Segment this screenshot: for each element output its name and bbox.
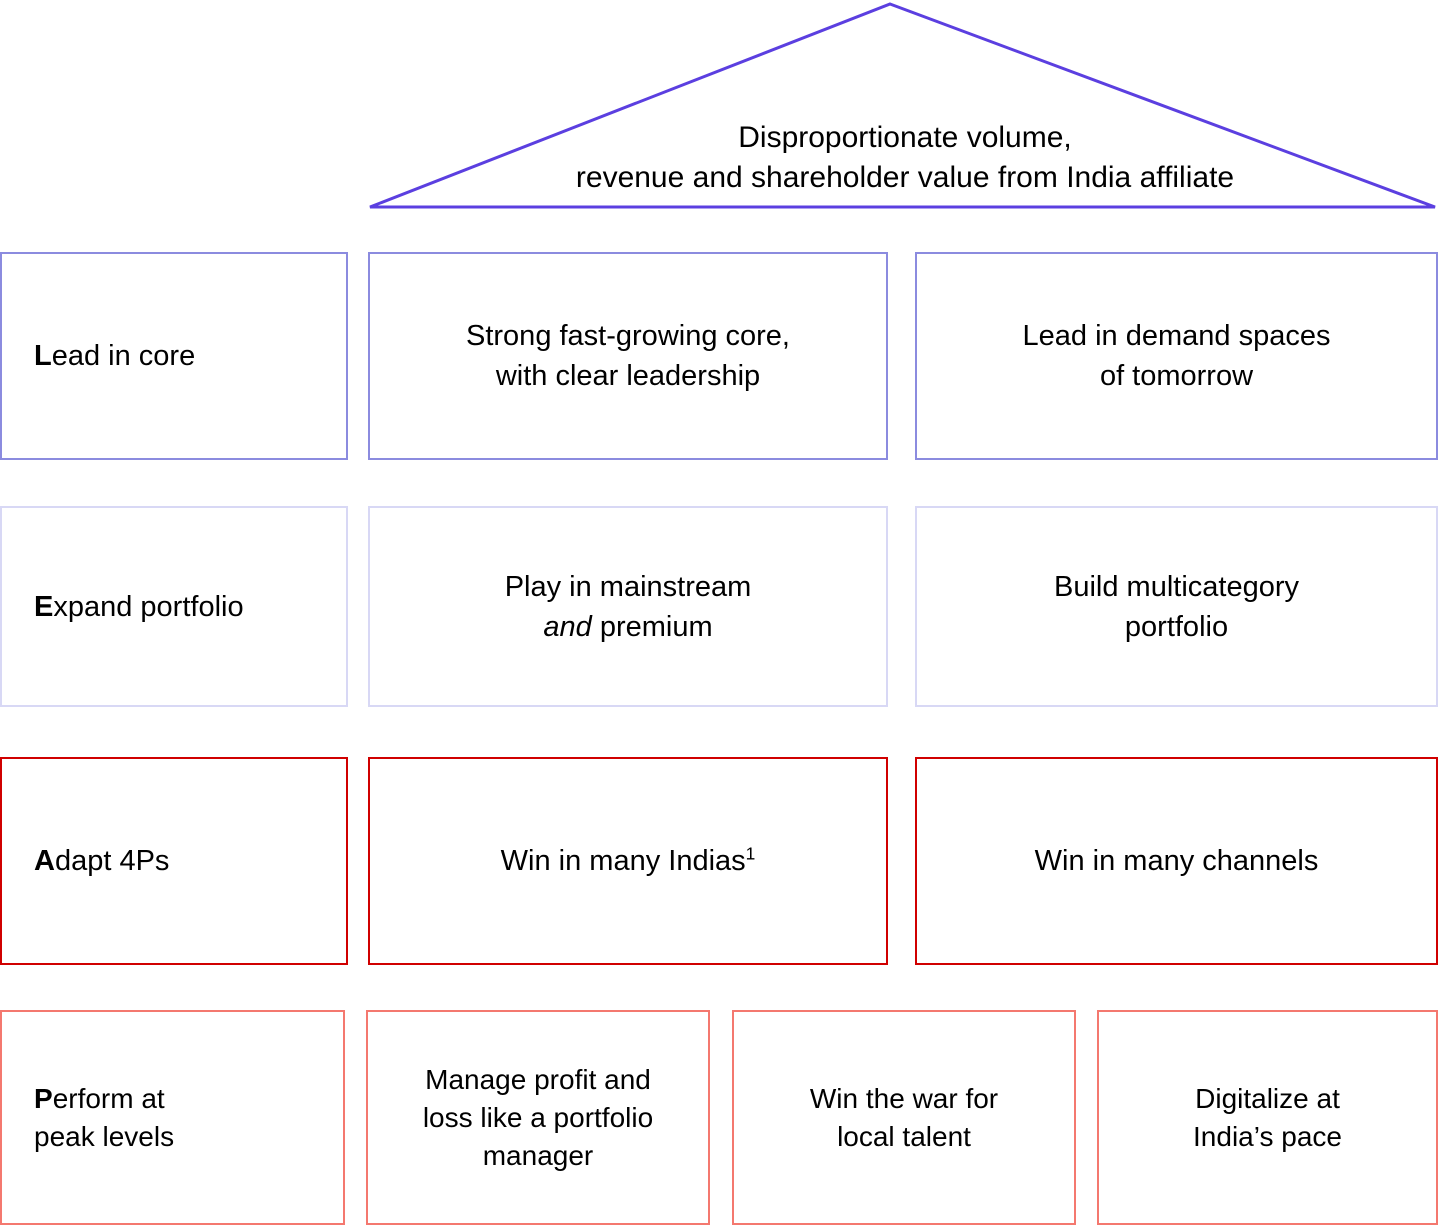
row-perform-cell-2[interactable]: Win the war for local talent [732,1010,1076,1225]
row-expand-cell-1-text: Play in mainstream and premium [495,567,762,647]
row-expand-cell-1-line-2-italic: and [543,610,592,643]
row-expand-initial: E [34,590,54,623]
row-expand: Expand portfolio Play in mainstream and … [0,506,1440,707]
row-perform-cell-1-line-2: loss like a portfolio [422,1101,654,1133]
footnote-marker-1: 1 [745,843,756,864]
row-adapt-cell-2[interactable]: Win in many channels [915,757,1438,965]
row-perform-cell-1-text: Manage profit and loss like a portfolio … [413,1061,663,1175]
row-lead-label-rest: ead in core [51,340,196,372]
row-lead: Lead in core Strong fast-growing core, w… [0,252,1440,460]
row-perform-initial: P [34,1082,53,1114]
row-adapt: Adapt 4Ps Win in many Indias1 Win in man… [0,757,1440,965]
row-perform: Perform at peak levels Manage profit and … [0,1010,1440,1225]
row-expand-label-cell[interactable]: Expand portfolio [0,506,348,707]
row-perform-cell-3-text: Digitalize at India’s pace [1183,1080,1352,1156]
row-adapt-cell-1-line-1: Win in many Indias [500,845,746,877]
row-adapt-initial: A [34,845,55,877]
row-perform-label-cell[interactable]: Perform at peak levels [0,1010,345,1225]
row-expand-cell-1[interactable]: Play in mainstream and premium [368,506,888,707]
row-lead-cell-2-line-1: Lead in demand spaces [1022,320,1331,352]
row-perform-cell-2-text: Win the war for local talent [800,1080,1008,1156]
row-perform-cell-2-line-1: Win the war for [809,1082,999,1114]
row-adapt-cell-2-text: Win in many channels [1034,845,1319,877]
row-expand-cell-2[interactable]: Build multicategory portfolio [915,506,1438,707]
row-lead-cell-2-text: Lead in demand spaces of tomorrow [1013,316,1341,396]
row-expand-label: Expand portfolio [2,587,254,627]
roof-banner: Disproportionate volume, revenue and sha… [0,0,1440,215]
roof-line-2: revenue and shareholder value from India… [575,161,1235,194]
row-expand-cell-2-line-2: portfolio [1124,610,1229,643]
roof-line-1: Disproportionate volume, [738,121,1072,154]
row-lead-label-cell[interactable]: Lead in core [0,252,348,460]
row-perform-cell-1-line-1: Manage profit and [425,1063,651,1095]
row-expand-cell-2-text: Build multicategory portfolio [1044,567,1309,647]
row-perform-label-rest-line-1: erform at [52,1082,165,1114]
row-perform-label: Perform at peak levels [2,1080,184,1156]
row-lead-cell-2-line-2: of tomorrow [1099,360,1254,392]
row-lead-cell-1-text: Strong fast-growing core, with clear lea… [456,316,800,396]
row-lead-initial: L [34,340,52,372]
row-adapt-cell-1[interactable]: Win in many Indias1 [368,757,888,965]
row-lead-cell-1-line-1: Strong fast-growing core, [466,320,790,352]
row-perform-cell-3[interactable]: Digitalize at India’s pace [1097,1010,1438,1225]
row-adapt-label-cell[interactable]: Adapt 4Ps [0,757,348,965]
row-perform-label-rest-line-2: peak levels [34,1120,175,1152]
row-lead-cell-1[interactable]: Strong fast-growing core, with clear lea… [368,252,888,460]
row-expand-cell-2-line-1: Build multicategory [1054,570,1299,603]
roof-triangle-icon [369,2,1436,209]
row-lead-label: Lead in core [2,336,205,376]
row-adapt-label-rest: dapt 4Ps [54,845,170,877]
row-lead-cell-2[interactable]: Lead in demand spaces of tomorrow [915,252,1438,460]
row-adapt-label: Adapt 4Ps [2,841,179,881]
row-adapt-cell-1-text: Win in many Indias1 [491,841,766,881]
row-expand-cell-1-line-2-rest: premium [591,610,713,643]
row-perform-cell-3-line-1: Digitalize at [1195,1082,1340,1114]
row-expand-label-rest: xpand portfolio [53,590,244,623]
row-perform-cell-1[interactable]: Manage profit and loss like a portfolio … [366,1010,710,1225]
row-perform-cell-3-line-2: India’s pace [1193,1120,1342,1152]
row-perform-cell-1-line-3: manager [482,1139,594,1171]
row-expand-cell-1-line-1: Play in mainstream [504,570,752,603]
roof-text: Disproportionate volume, revenue and sha… [370,118,1440,198]
row-lead-cell-1-line-2: with clear leadership [495,360,761,392]
row-perform-cell-2-line-2: local talent [837,1120,971,1152]
